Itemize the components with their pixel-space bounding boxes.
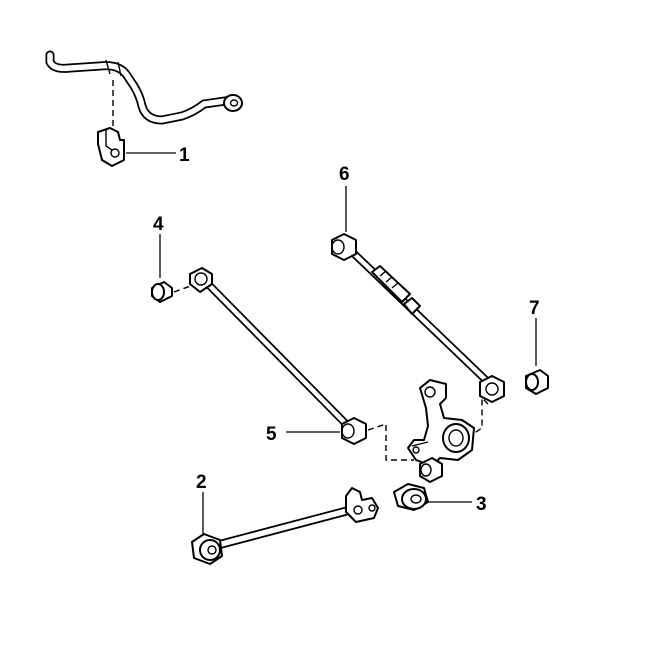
stabilizer-bar-icon[interactable]	[45, 50, 243, 125]
callout-1: 1	[179, 145, 190, 166]
callout-5: 5	[266, 424, 277, 445]
mount-line-4	[173, 283, 197, 293]
callout-4: 4	[153, 214, 164, 235]
rear-axle-carrier-icon[interactable]	[407, 379, 475, 483]
mount-line-5	[367, 423, 414, 461]
callout-3: 3	[476, 494, 487, 515]
adjustable-lateral-arm-icon[interactable]	[331, 233, 505, 403]
stabilizer-bushing-icon[interactable]	[97, 127, 125, 167]
callout-6: 6	[339, 164, 350, 185]
callout-7: 7	[529, 298, 540, 319]
rear-lateral-arm-icon[interactable]	[189, 267, 367, 445]
mount-line-6	[469, 396, 489, 437]
arm-bushing-icon[interactable]	[151, 281, 173, 303]
callout-2: 2	[196, 472, 207, 493]
knuckle-bushing-lower-icon[interactable]	[393, 483, 429, 511]
trailing-arm-icon[interactable]	[191, 487, 379, 565]
knuckle-bushing-upper-icon[interactable]	[525, 369, 549, 395]
